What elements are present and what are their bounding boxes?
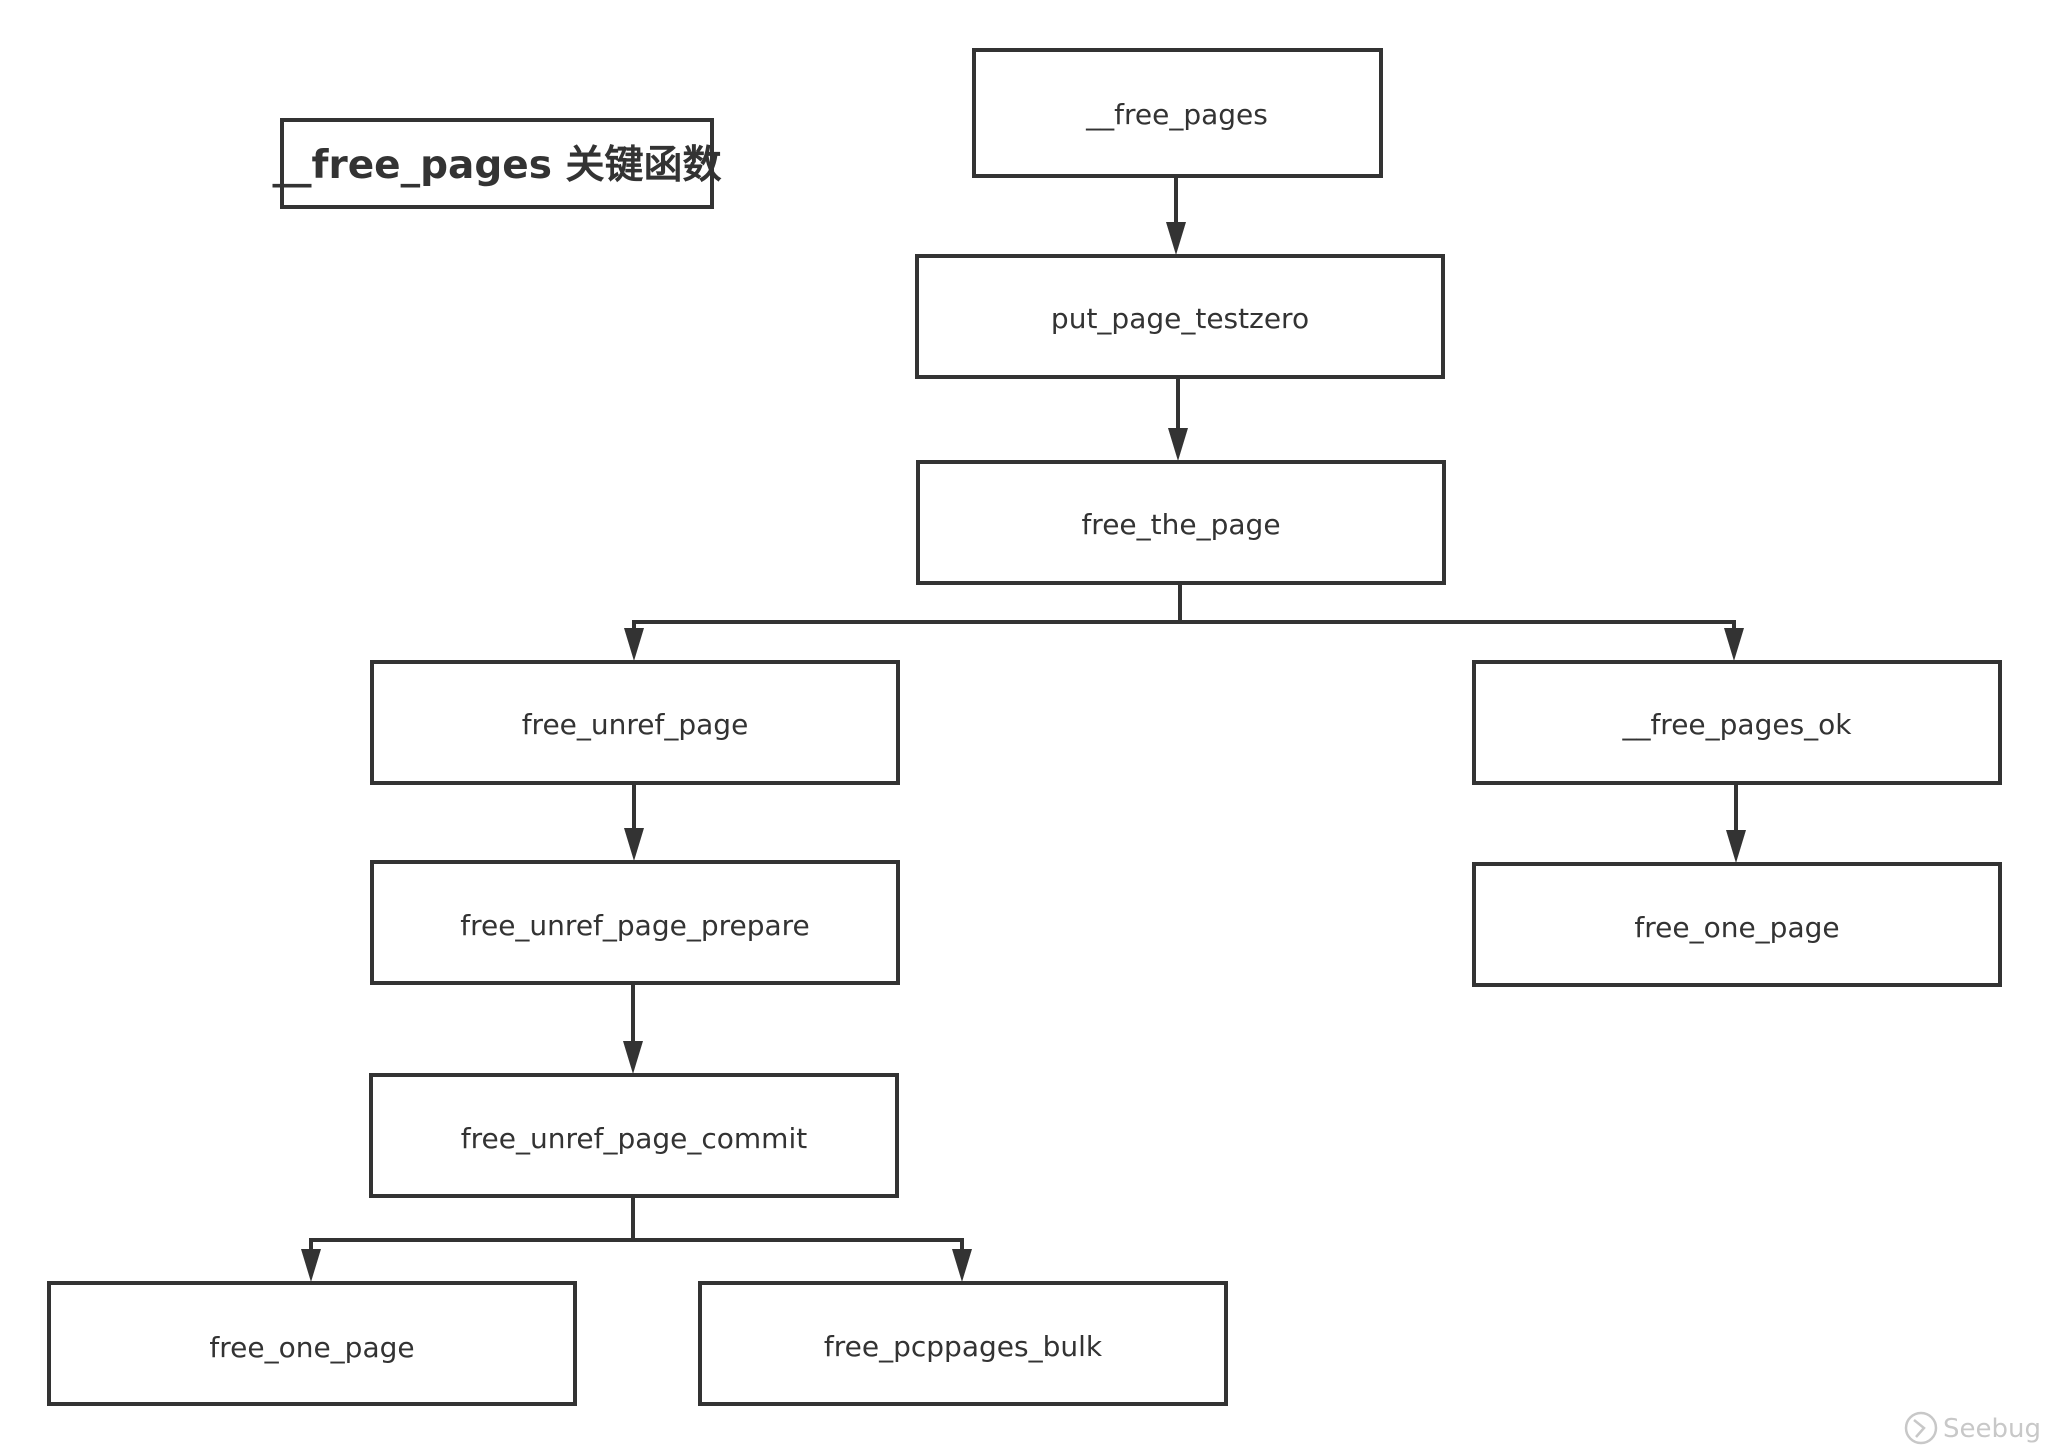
node-label: free_the_page bbox=[1081, 508, 1280, 541]
edge-commit-branch bbox=[309, 1197, 964, 1249]
node-free-unref-page-commit: free_unref_page_commit bbox=[369, 1073, 899, 1198]
arrowhead bbox=[623, 1041, 643, 1074]
node-label: __free_pages_ok bbox=[1621, 708, 1852, 741]
arrowhead bbox=[1166, 222, 1186, 255]
node-free-one-page-right: free_one_page bbox=[1472, 862, 2002, 987]
seebug-logo-icon bbox=[1904, 1411, 1938, 1445]
node-free-pcppages-bulk: free_pcppages_bulk bbox=[698, 1281, 1228, 1406]
arrowhead bbox=[1168, 428, 1188, 461]
node-label: free_pcppages_bulk bbox=[824, 1330, 1103, 1363]
edges bbox=[301, 177, 1746, 1282]
node-free-one-page-left: free_one_page bbox=[47, 1281, 577, 1406]
arrowhead bbox=[624, 628, 644, 661]
node-label: free_unref_page_prepare bbox=[460, 909, 810, 942]
node-free-pages-ok: __free_pages_ok bbox=[1472, 660, 2002, 785]
node-free-unref-page-prepare: free_unref_page_prepare bbox=[370, 860, 900, 985]
node-label: free_unref_page_commit bbox=[461, 1122, 807, 1155]
node-free-the-page: free_the_page bbox=[916, 460, 1446, 585]
node-label: free_one_page bbox=[209, 1331, 414, 1364]
node-label: free_unref_page bbox=[522, 708, 749, 741]
node-label: free_one_page bbox=[1634, 911, 1839, 944]
arrowhead bbox=[1724, 628, 1744, 661]
node-label: put_page_testzero bbox=[1051, 302, 1309, 335]
node-put-page-testzero: put_page_testzero bbox=[915, 254, 1445, 379]
arrowhead bbox=[301, 1249, 321, 1282]
diagram-title: __free_pages 关键函数 bbox=[273, 143, 722, 188]
node-label: __free_pages bbox=[1085, 98, 1268, 131]
node-free-unref-page: free_unref_page bbox=[370, 660, 900, 785]
watermark: Seebug bbox=[1904, 1411, 2041, 1445]
diagram-title-box: __free_pages 关键函数 bbox=[273, 118, 722, 209]
watermark-text: Seebug bbox=[1943, 1414, 2041, 1444]
arrowhead bbox=[624, 828, 644, 861]
edge-free-the-page-branch bbox=[632, 584, 1736, 628]
arrowhead bbox=[1726, 830, 1746, 863]
node-free-pages: __free_pages bbox=[972, 48, 1383, 178]
arrowhead bbox=[952, 1249, 972, 1282]
